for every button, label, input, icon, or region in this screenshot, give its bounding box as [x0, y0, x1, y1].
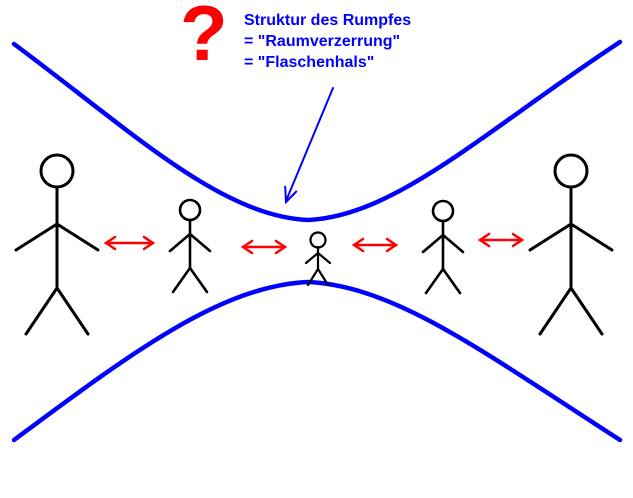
- pointer-arrow-shaft: [285, 87, 334, 202]
- spacing-arrowhead-left-icon: [351, 237, 365, 253]
- annotation-text-block: Struktur des Rumpfes = "Raumverzerrung" …: [244, 10, 411, 73]
- figure-leg-right: [316, 267, 330, 287]
- stick-figure-medium-right: [421, 199, 465, 295]
- spacing-arrowhead-right-icon: [142, 235, 156, 251]
- figure-leg-right: [441, 267, 462, 295]
- stick-figure-small-center: [304, 231, 332, 287]
- figure-leg-left: [171, 266, 192, 294]
- figure-leg-right: [55, 286, 90, 336]
- stick-figure-large-left: [14, 153, 100, 336]
- spacing-arrow-3: [351, 237, 399, 253]
- stick-figure-large-right: [528, 153, 614, 336]
- figure-arm-left: [528, 222, 573, 252]
- question-mark: ?: [180, 0, 228, 77]
- annotation-line-3: = "Flaschenhals": [244, 54, 375, 71]
- figure-leg-left: [424, 267, 445, 295]
- spacing-arrowhead-left-icon: [477, 232, 491, 248]
- spacing-arrow-4: [477, 232, 525, 248]
- figure-leg-left: [538, 286, 573, 336]
- spacing-arrowhead-left-icon: [240, 239, 254, 255]
- figure-arm-right: [188, 232, 212, 253]
- spacing-arrow-2: [240, 239, 288, 255]
- figure-head: [309, 231, 327, 249]
- figure-arm-right: [55, 222, 100, 252]
- stick-figure-medium-left: [168, 198, 212, 294]
- figure-arm-right: [569, 222, 614, 252]
- figure-leg-right: [569, 286, 604, 336]
- figure-head: [178, 198, 202, 222]
- annotation-line-1: Struktur des Rumpfes: [244, 12, 412, 29]
- figure-leg-right: [188, 266, 209, 294]
- figure-leg-left: [24, 286, 59, 336]
- spacing-arrow-1: [103, 235, 156, 251]
- figure-arm-left: [168, 232, 192, 253]
- figure-arm-right: [316, 251, 332, 265]
- figure-head: [553, 153, 589, 189]
- spacing-arrowhead-right-icon: [511, 232, 525, 248]
- figure-arm-left: [304, 251, 320, 265]
- figure-arm-left: [421, 233, 445, 254]
- annotation-line-2: = "Raumverzerrung": [244, 33, 401, 50]
- spacing-arrowhead-right-icon: [385, 237, 399, 253]
- spacing-arrowhead-left-icon: [103, 235, 117, 251]
- figure-head: [431, 199, 455, 223]
- figure-head: [39, 153, 75, 189]
- figure-arm-right: [441, 233, 465, 254]
- pointer-arrow: [284, 87, 334, 205]
- bottom-bottleneck-curve: [11, 279, 623, 443]
- spacing-arrowhead-right-icon: [274, 239, 288, 255]
- figure-arm-left: [14, 222, 59, 252]
- top-bottleneck-curve: [11, 39, 623, 223]
- figure-leg-left: [306, 267, 320, 287]
- pointer-arrowhead-icon: [284, 185, 298, 205]
